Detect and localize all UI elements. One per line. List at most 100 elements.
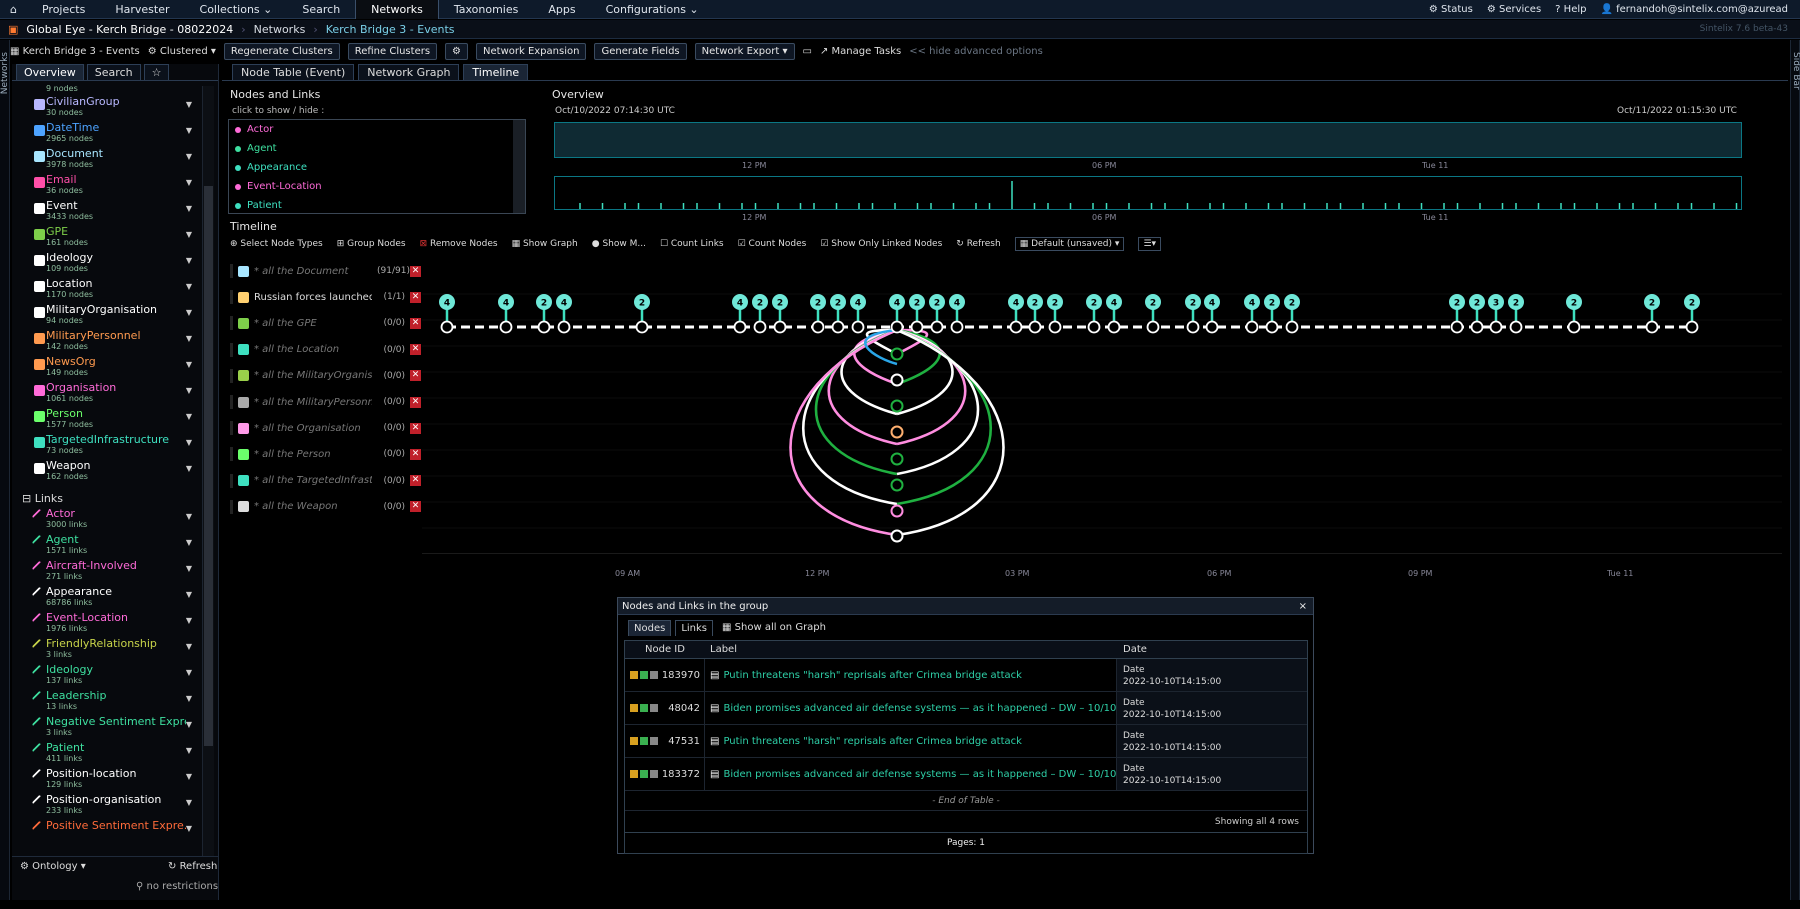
expand-icon[interactable]: ▼ bbox=[185, 668, 192, 677]
expand-icon[interactable]: ▼ bbox=[185, 360, 192, 369]
doc-icon[interactable] bbox=[650, 737, 658, 745]
remove-group-icon[interactable]: ✕ bbox=[410, 370, 421, 382]
show-all-on-graph-button[interactable]: ▦ Show all on Graph bbox=[722, 622, 826, 633]
nav-configurations[interactable]: Configurations ⌄ bbox=[605, 2, 699, 16]
tab-search[interactable]: Search bbox=[86, 64, 141, 80]
group-nodes-button[interactable]: ⊞ Group Nodes bbox=[336, 239, 406, 249]
col-node-id[interactable]: Node ID bbox=[645, 644, 685, 655]
show-only-linked-checkbox[interactable]: ☑ Show Only Linked Nodes bbox=[820, 239, 943, 249]
remove-group-icon[interactable]: ✕ bbox=[410, 422, 421, 434]
expand-icon[interactable]: ▼ bbox=[185, 512, 192, 521]
remove-group-icon[interactable]: ✕ bbox=[410, 501, 421, 513]
links-section-header[interactable]: ⊟ Links bbox=[22, 492, 63, 505]
home-icon[interactable]: ⌂ bbox=[10, 2, 17, 16]
doc-icon[interactable] bbox=[650, 704, 658, 712]
remove-group-icon[interactable]: ✕ bbox=[410, 344, 421, 356]
remove-group-icon[interactable]: ✕ bbox=[410, 475, 421, 487]
remove-group-icon[interactable]: ✕ bbox=[410, 448, 421, 460]
timeline-group-row[interactable]: Russian forces launched dozens c(1/1)✕ bbox=[230, 287, 422, 307]
expand-icon[interactable]: ▼ bbox=[185, 798, 192, 807]
timeline-group-row[interactable]: * all the Location(0/0)✕ bbox=[230, 340, 422, 360]
refine-clusters-button[interactable]: Refine Clusters bbox=[347, 43, 438, 60]
nl-item-appearance[interactable]: Appearance bbox=[229, 158, 525, 177]
view-icon[interactable] bbox=[630, 671, 638, 679]
col-label[interactable]: Label bbox=[710, 644, 737, 655]
nl-item-event-location[interactable]: Event-Location bbox=[229, 177, 525, 196]
user-menu[interactable]: 👤 fernandoh@sintelix.com@azuread bbox=[1600, 3, 1788, 15]
cluster-settings-icon[interactable]: ⚙ bbox=[445, 43, 469, 60]
table-row[interactable]: 48042▤Biden promises advanced air defens… bbox=[625, 692, 1307, 725]
expand-icon[interactable]: ▼ bbox=[185, 204, 192, 213]
layout-icon[interactable]: ▭ bbox=[802, 46, 812, 57]
view-icon[interactable] bbox=[630, 704, 638, 712]
timeline-group-row[interactable]: * all the TargetedInfrastructure...(0/0)… bbox=[230, 471, 422, 491]
tab-network-graph[interactable]: Network Graph bbox=[358, 64, 460, 80]
generate-fields-button[interactable]: Generate Fields bbox=[594, 43, 687, 60]
regenerate-clusters-button[interactable]: Regenerate Clusters bbox=[223, 43, 340, 60]
doc-icon[interactable] bbox=[650, 770, 658, 778]
view-icon[interactable] bbox=[630, 737, 638, 745]
nl-item-actor[interactable]: Actor bbox=[229, 120, 525, 139]
nl-item-agent[interactable]: Agent bbox=[229, 139, 525, 158]
count-links-checkbox[interactable]: ☐ Count Links bbox=[659, 239, 724, 249]
expand-icon[interactable]: ▼ bbox=[185, 282, 192, 291]
nav-harvester[interactable]: Harvester bbox=[115, 2, 170, 16]
hide-advanced-link[interactable]: << hide advanced options bbox=[909, 46, 1043, 57]
expand-icon[interactable]: ▼ bbox=[185, 100, 192, 109]
tab-links[interactable]: Links bbox=[675, 620, 714, 636]
expand-icon[interactable]: ▼ bbox=[185, 590, 192, 599]
overview-event-bar[interactable] bbox=[554, 176, 1742, 210]
tab-overview[interactable]: Overview bbox=[16, 64, 84, 80]
select-node-types-button[interactable]: ⊕ Select Node Types bbox=[230, 239, 323, 249]
expand-icon[interactable]: ▼ bbox=[185, 464, 192, 473]
expand-icon[interactable]: ▼ bbox=[185, 152, 192, 161]
nl-scrollbar[interactable] bbox=[513, 120, 525, 213]
nav-search[interactable]: Search bbox=[302, 2, 341, 16]
remove-nodes-button[interactable]: ⊠ Remove Nodes bbox=[419, 239, 498, 249]
show-graph-button[interactable]: ▦ Show Graph bbox=[511, 239, 578, 249]
tab-node-table[interactable]: Node Table (Event) bbox=[232, 64, 355, 80]
table-row[interactable]: 47531▤Putin threatens "harsh" reprisals … bbox=[625, 725, 1307, 758]
services-link[interactable]: ⚙ Services bbox=[1486, 3, 1542, 15]
expand-icon[interactable]: ▼ bbox=[185, 642, 192, 651]
expand-icon[interactable]: ▼ bbox=[185, 334, 192, 343]
table-row[interactable]: 183970▤Putin threatens "harsh" reprisals… bbox=[625, 659, 1307, 692]
manage-tasks-link[interactable]: ↗ Manage Tasks bbox=[819, 46, 902, 57]
graph-icon[interactable] bbox=[640, 770, 648, 778]
graph-icon[interactable] bbox=[640, 704, 648, 712]
expand-icon[interactable]: ▼ bbox=[185, 126, 192, 135]
timeline-group-row[interactable]: * all the Weapon(0/0)✕ bbox=[230, 497, 422, 517]
network-expansion-button[interactable]: Network Expansion bbox=[476, 43, 587, 60]
expand-icon[interactable]: ▼ bbox=[185, 178, 192, 187]
clustered-dropdown[interactable]: ⚙ Clustered ▾ bbox=[147, 46, 216, 57]
tab-favorites[interactable]: ☆ bbox=[143, 64, 170, 80]
nav-apps[interactable]: Apps bbox=[548, 2, 576, 16]
expand-icon[interactable]: ▼ bbox=[185, 720, 192, 729]
help-link[interactable]: ? Help bbox=[1555, 3, 1587, 15]
remove-group-icon[interactable]: ✕ bbox=[410, 265, 421, 277]
side-bar-strip[interactable]: Side Bar bbox=[1790, 40, 1800, 900]
doc-icon[interactable] bbox=[650, 671, 658, 679]
nl-item-patient[interactable]: Patient bbox=[229, 196, 525, 215]
expand-icon[interactable]: ▼ bbox=[185, 616, 192, 625]
show-more-button[interactable]: ● Show M... bbox=[591, 239, 646, 249]
network-export-button[interactable]: Network Export ▾ bbox=[694, 43, 795, 60]
expand-icon[interactable]: ▼ bbox=[185, 256, 192, 265]
close-icon[interactable]: × bbox=[1298, 601, 1307, 612]
networks-side-strip[interactable]: Networks bbox=[0, 40, 10, 900]
